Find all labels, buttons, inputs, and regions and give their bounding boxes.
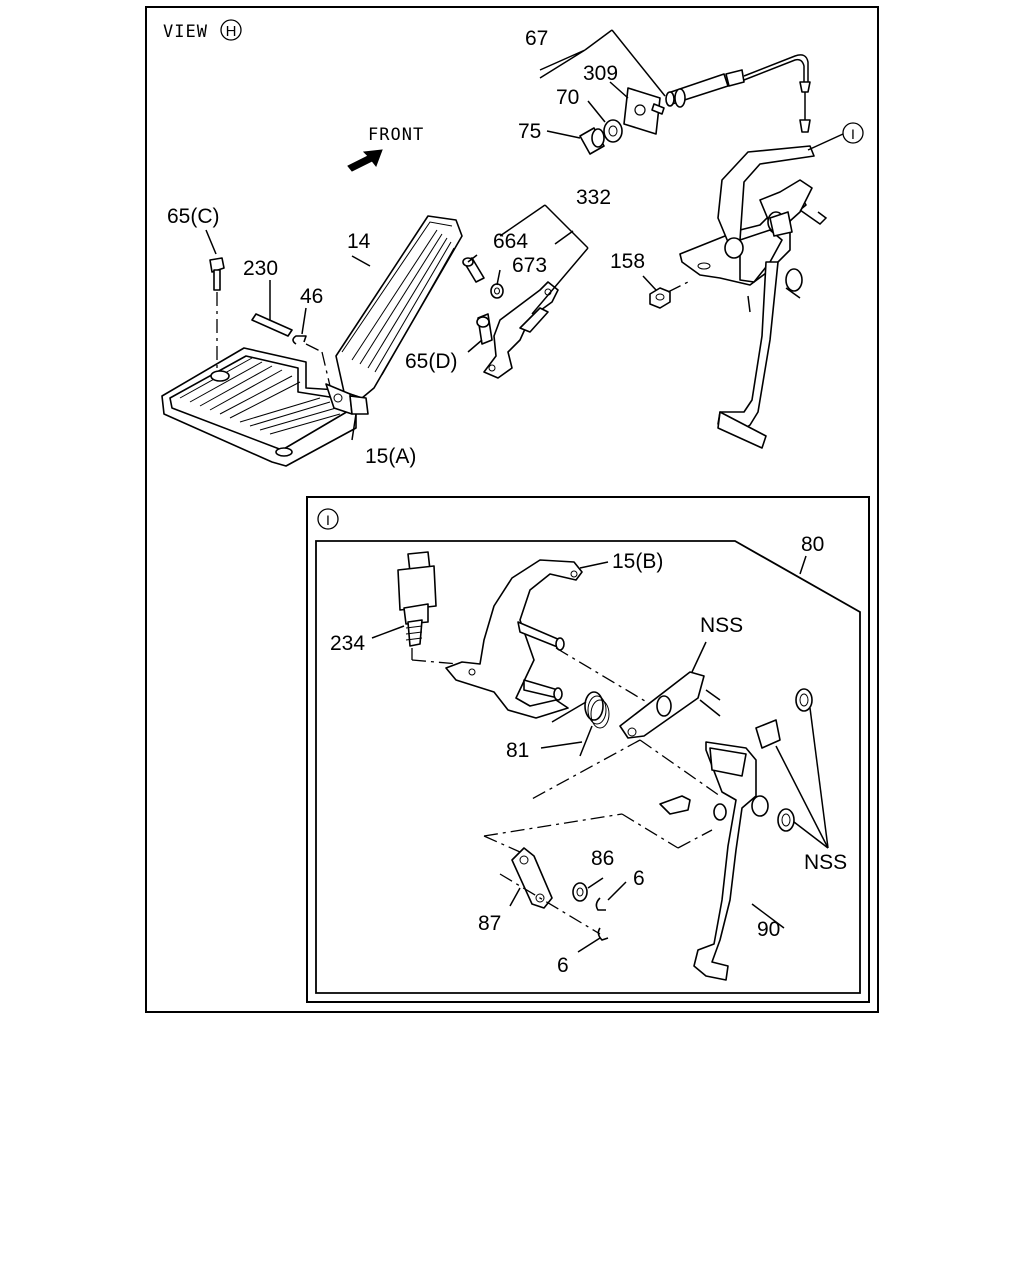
bushing-75	[579, 127, 605, 155]
clip-6-lower	[597, 927, 609, 941]
label-6-lower: 6	[557, 954, 569, 977]
cable-bracket	[623, 87, 661, 135]
return-spring-81	[551, 691, 610, 757]
label-nss-1: NSS	[700, 614, 743, 637]
detail-inset-frame	[306, 496, 870, 1003]
label-80: 80	[801, 533, 824, 556]
pedal-bracket-assembly	[679, 145, 828, 313]
svg-text:H: H	[226, 23, 237, 40]
bolt-65d	[476, 313, 493, 345]
label-81: 81	[506, 739, 529, 762]
bolt-664	[462, 257, 485, 283]
clip-6-upper	[595, 897, 606, 911]
label-309: 309	[583, 62, 618, 85]
label-230: 230	[243, 257, 278, 280]
pin-230	[251, 313, 293, 337]
label-46: 46	[300, 285, 323, 308]
pedal-base	[161, 347, 369, 467]
clip-46	[292, 335, 307, 345]
bushing-nss-upper	[795, 688, 813, 712]
label-6-upper: 6	[633, 867, 645, 890]
label-332: 332	[576, 186, 611, 209]
group-80-outline	[315, 540, 861, 994]
bolt-65c	[209, 257, 225, 291]
label-75: 75	[518, 120, 541, 143]
outer-frame	[145, 6, 879, 1013]
grommet-70	[603, 119, 623, 143]
label-158: 158	[610, 250, 645, 273]
washer-86	[572, 882, 588, 902]
front-label: FRONT	[368, 125, 424, 145]
label-15a: 15(A)	[365, 445, 416, 468]
label-65d: 65(D)	[405, 350, 458, 373]
view-title: VIEW	[163, 22, 208, 42]
pedal-bracket-15b	[445, 559, 583, 719]
throttle-cable	[665, 54, 811, 133]
label-664: 664	[493, 230, 528, 253]
label-87: 87	[478, 912, 501, 935]
label-14: 14	[347, 230, 371, 253]
front-arrow-icon	[347, 149, 383, 172]
nut-158	[649, 287, 671, 309]
label-90: 90	[757, 918, 780, 941]
detail-marker-inset	[317, 508, 339, 530]
view-marker: H	[220, 19, 242, 41]
svg-text:I: I	[851, 126, 855, 142]
label-86: 86	[591, 847, 614, 870]
label-15b: 15(B)	[612, 550, 663, 573]
brake-switch-234	[397, 551, 437, 647]
washer-673	[490, 283, 504, 299]
label-234: 234	[330, 632, 365, 655]
bushing-nss-lower	[777, 808, 795, 832]
label-70: 70	[556, 86, 579, 109]
brake-pedal-90	[693, 741, 769, 981]
svg-text:I: I	[326, 512, 330, 528]
brake-pedal-upper	[717, 261, 779, 449]
detail-marker-upper	[842, 122, 864, 144]
pedal-lever	[619, 671, 721, 739]
label-673: 673	[512, 254, 547, 277]
label-nss-2: NSS	[804, 851, 847, 874]
link-87	[511, 847, 553, 909]
stopper-bracket	[659, 719, 781, 815]
label-67: 67	[525, 27, 548, 50]
label-65c: 65(C)	[167, 205, 220, 228]
